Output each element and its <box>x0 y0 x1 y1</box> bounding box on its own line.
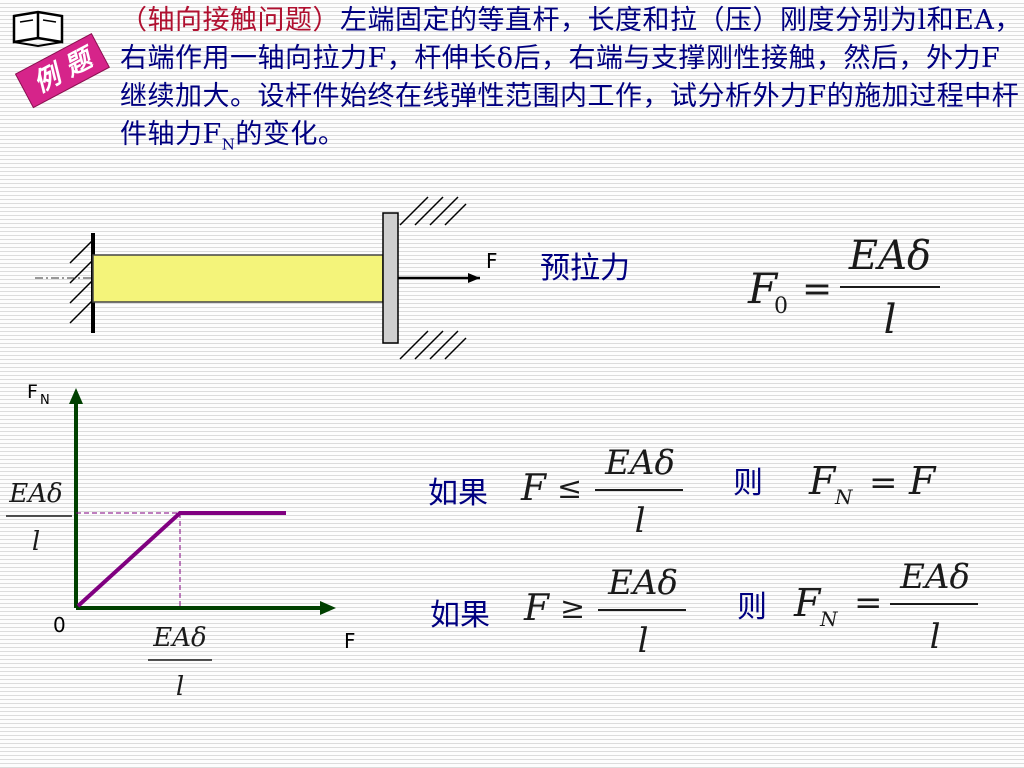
x-mark-den: l <box>176 672 184 702</box>
case1-rel: ≤ <box>557 471 582 506</box>
formula-f0: F 0 = EAδ l <box>747 233 940 343</box>
y-axis-label: F <box>27 381 38 403</box>
x-mark-num: EAδ <box>152 623 206 653</box>
case2-condition: F ≥ EAδ l <box>523 563 686 661</box>
case2-result: F N = EAδ l <box>793 557 978 657</box>
case1-res-eq: = <box>869 463 898 503</box>
problem-tag: （轴向接触问题） <box>120 5 340 36</box>
prestretch-label: 预拉力 <box>540 251 630 286</box>
y-mark-den: l <box>32 527 40 557</box>
case2-then: 则 <box>737 590 767 625</box>
case1-res-sub: N <box>834 485 854 509</box>
case2-res-den: l <box>930 617 941 657</box>
f0-sub: 0 <box>774 294 788 319</box>
problem-text: 左端固定的等直杆，长度和拉（压）刚度分别为l和EA，右端作用一轴向拉力F，杆伸长… <box>120 5 1022 150</box>
f0-den: l <box>884 297 897 343</box>
y-mark-num: EAδ <box>8 479 62 509</box>
case2-res-num: EAδ <box>899 557 970 597</box>
right-hatch-top <box>399 196 467 226</box>
y-axis-sub: N <box>40 393 50 408</box>
x-axis-label: F <box>344 629 356 653</box>
case2-if: 如果 <box>430 598 490 633</box>
case2-res-lhs: F <box>793 581 822 625</box>
case1-den: l <box>635 501 646 541</box>
case2-den: l <box>638 621 649 661</box>
case1-result: F N = F <box>808 459 937 509</box>
case1-then: 则 <box>733 466 763 501</box>
case2-res-sub: N <box>819 607 839 631</box>
force-label: F <box>486 249 498 273</box>
right-wall <box>382 212 399 344</box>
case1-res-rhs: F <box>908 459 937 503</box>
example-badge: 例 题 <box>0 0 120 110</box>
f0-lhs: F <box>747 264 779 313</box>
case1-condition: F ≤ EAδ l <box>520 443 683 541</box>
fn-graph: F N F 0 EAδ l EAδ l <box>6 381 356 702</box>
left-hatch <box>69 239 94 324</box>
case1-var: F <box>520 468 548 509</box>
problem-subscript: N <box>221 135 236 154</box>
rod-diagram: F <box>35 196 498 360</box>
case2-rel: ≥ <box>560 591 585 626</box>
problem-text-end: 的变化。 <box>235 119 346 150</box>
rod <box>92 254 384 303</box>
case1-num: EAδ <box>604 443 675 483</box>
problem-statement: （轴向接触问题）左端固定的等直杆，长度和拉（压）刚度分别为l和EA，右端作用一轴… <box>120 2 1024 163</box>
case2-num: EAδ <box>607 563 678 603</box>
case1-if: 如果 <box>428 476 488 511</box>
fn-curve <box>76 511 286 608</box>
case2-var: F <box>523 588 551 629</box>
case1-res-lhs: F <box>808 459 837 503</box>
force-arrowhead <box>468 273 480 283</box>
origin-label: 0 <box>53 613 66 637</box>
f0-eq: = <box>802 269 832 310</box>
x-axis-arrowhead <box>320 601 336 615</box>
y-axis-arrowhead <box>69 388 83 404</box>
right-hatch-bottom <box>399 330 467 360</box>
f0-num: EAδ <box>848 233 931 279</box>
case2-res-eq: = <box>854 583 883 623</box>
book-icon <box>12 10 64 48</box>
